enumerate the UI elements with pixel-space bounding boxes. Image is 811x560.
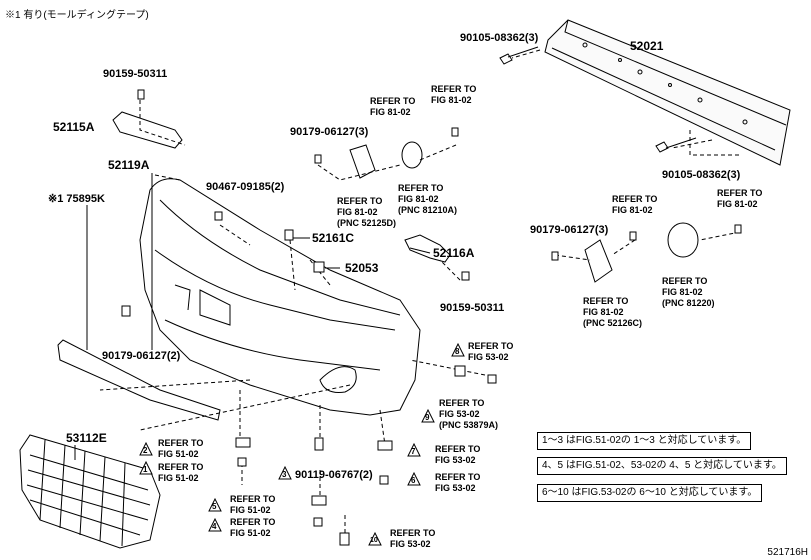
marker-1: 1: [143, 465, 148, 474]
marker-10: 10: [370, 537, 378, 544]
marker-9: 9: [425, 413, 430, 422]
part-90105-top[interactable]: 90105-08362(3): [460, 32, 539, 44]
ref-53-02-a[interactable]: REFER TO FIG 53-02: [468, 341, 514, 362]
beam-bolt-top: [499, 46, 539, 65]
bracket-52115a-drawing: [112, 111, 183, 149]
ref-51-02-a[interactable]: REFER TO FIG 51-02: [158, 438, 204, 459]
ref-51-02-b[interactable]: REFER TO FIG 51-02: [158, 462, 204, 483]
ref-81-02-pnc-81220[interactable]: REFER TO FIG 81-02 (PNC 81220): [662, 276, 715, 308]
ref-81-02-b[interactable]: REFER TO FIG 81-02: [431, 84, 477, 105]
ref-81-02-d[interactable]: REFER TO FIG 81-02: [717, 188, 763, 209]
ref-81-02-a[interactable]: REFER TO FIG 81-02: [370, 96, 416, 117]
note-4-5: 4、5 はFIG.51-02、53-02の 4、5 と対応しています。: [537, 457, 787, 475]
part-75895k[interactable]: ※1 75895K: [48, 193, 105, 205]
fog-lamp-right-drawing: [584, 222, 699, 283]
marker-4: 4: [212, 522, 217, 531]
ref-53-02-d[interactable]: REFER TO FIG 53-02: [390, 528, 436, 549]
bracket-52116a-drawing: [404, 234, 451, 263]
ref-53-02-c[interactable]: REFER TO FIG 53-02: [435, 472, 481, 493]
bumper-reinforcement-drawing: [544, 19, 791, 166]
part-52115a[interactable]: 52115A: [53, 120, 95, 134]
bumper-cover-drawing: [139, 178, 421, 416]
ref-53-02-b[interactable]: REFER TO FIG 53-02: [435, 444, 481, 465]
marker-3: 3: [282, 470, 287, 479]
marker-2: 2: [143, 446, 148, 455]
part-90119[interactable]: 90119-06767(2): [295, 469, 373, 481]
marker-8: 8: [455, 347, 460, 356]
part-90179-top[interactable]: 90179-06127(3): [290, 126, 369, 138]
part-90159-top[interactable]: 90159-50311: [103, 68, 168, 80]
molding-drawing: [57, 339, 221, 421]
part-90179-left[interactable]: 90179-06127(2): [102, 350, 181, 362]
marker-5: 5: [212, 502, 217, 511]
part-53112e[interactable]: 53112E: [66, 431, 107, 445]
part-90467[interactable]: 90467-09185(2): [206, 181, 285, 193]
part-90105-bottom[interactable]: 90105-08362(3): [662, 169, 741, 181]
ref-81-02-c[interactable]: REFER TO FIG 81-02: [612, 194, 658, 215]
ref-81-02-pnc-52125d[interactable]: REFER TO FIG 81-02 (PNC 52125D): [337, 196, 397, 228]
ref-51-02-c[interactable]: REFER TO FIG 51-02: [230, 494, 276, 515]
ref-51-02-d[interactable]: REFER TO FIG 51-02: [230, 517, 276, 538]
part-90179-right[interactable]: 90179-06127(3): [530, 224, 609, 236]
note-1-3: 1～3 はFIG.51-02の 1～3 と対応しています。: [537, 432, 752, 450]
part-52119a[interactable]: 52119A: [108, 158, 150, 172]
note-6-10: 6～10 はFIG.53-02の 6～10 と対応しています。: [537, 484, 763, 502]
part-90159-mid[interactable]: 90159-50311: [440, 302, 505, 314]
diagram-code: 521716H: [767, 547, 808, 558]
part-52161c[interactable]: 52161C: [312, 231, 355, 245]
ref-81-02-pnc-52126c[interactable]: REFER TO FIG 81-02 (PNC 52126C): [583, 296, 643, 328]
ref-53-02-pnc-53879a[interactable]: REFER TO FIG 53-02 (PNC 53879A): [439, 398, 499, 430]
part-52021[interactable]: 52021: [630, 39, 664, 53]
marker-triangles: [139, 342, 465, 546]
fog-lamp-left-drawing: [349, 141, 423, 179]
header-note: ※1 有り(モールディングテープ): [5, 10, 149, 21]
marker-7: 7: [411, 447, 416, 456]
marker-6: 6: [411, 476, 416, 485]
part-52116a[interactable]: 52116A: [433, 246, 475, 260]
beam-bolt-bottom: [655, 137, 697, 153]
part-52053[interactable]: 52053: [345, 261, 379, 275]
ref-81-02-pnc-81210a[interactable]: REFER TO FIG 81-02 (PNC 81210A): [398, 183, 458, 215]
grille-drawing: [19, 434, 161, 549]
